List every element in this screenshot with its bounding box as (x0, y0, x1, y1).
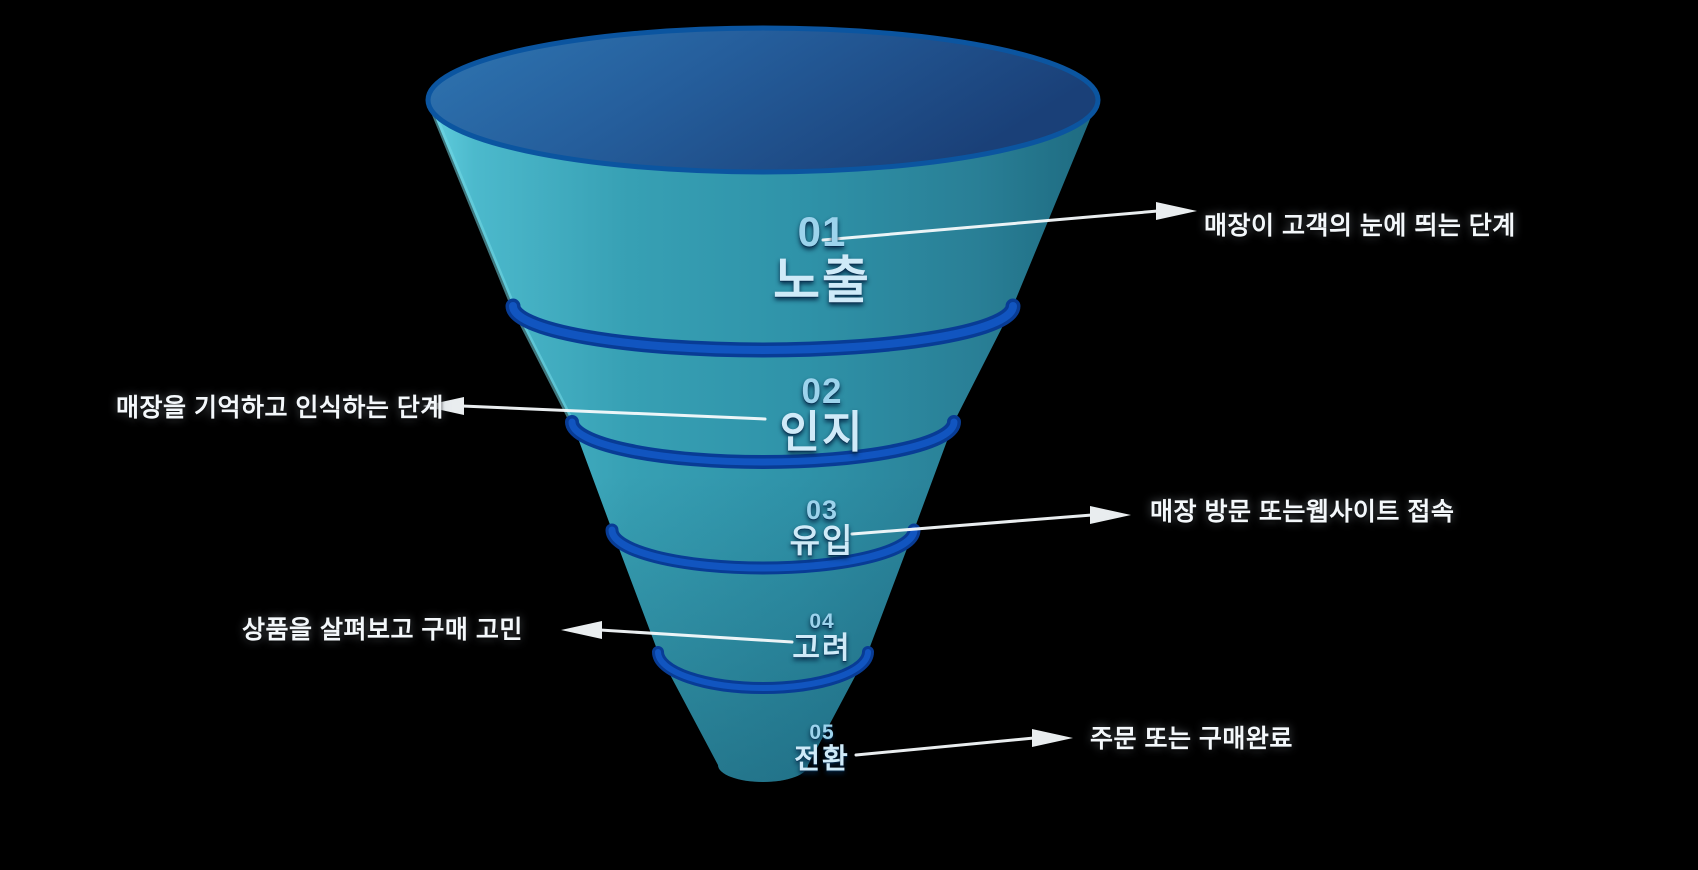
callout-line-1 (821, 209, 1160, 242)
callout-lines (423, 202, 1197, 757)
callout-arrow-right-5-icon (1032, 729, 1073, 747)
stage-5-number: 05 (809, 721, 835, 744)
stage-1-label: 노출 (773, 251, 871, 309)
callout-arrow-left-4-icon (561, 621, 602, 639)
callout-label-stage-1: 매장이 고객의 눈에 띄는 단계 (1204, 212, 1516, 240)
segment-divider-bands (505, 298, 1021, 694)
funnel-stage-3: 03 유입 (790, 496, 855, 558)
callout-line-5 (854, 736, 1036, 757)
divider-band-4 (655, 649, 871, 691)
callout-label-stage-3: 매장 방문 또는웹사이트 접속 (1150, 498, 1455, 526)
stage-2-label: 인지 (779, 408, 865, 458)
funnel-top-opening (425, 25, 1101, 175)
callout-arrow-left-2-icon (423, 397, 464, 415)
stage-3-number: 03 (805, 495, 839, 525)
stage-4-label: 고려 (792, 631, 852, 665)
stage-5-label: 전환 (794, 742, 850, 774)
callout-line-4 (598, 628, 794, 644)
divider-band-1 (509, 302, 1017, 354)
funnel-stage-5: 05 전환 (794, 722, 850, 773)
funnel-stage-4: 04 고려 (792, 611, 851, 664)
callout-arrow-right-3-icon (1090, 506, 1131, 524)
funnel-body-shading (428, 100, 1098, 782)
stage-1-number: 01 (797, 208, 847, 255)
funnel-stage-1: 01 노출 (773, 210, 871, 307)
callout-line-2 (460, 404, 767, 421)
divider-band-3 (608, 526, 918, 572)
stage-3-label: 유입 (789, 522, 855, 560)
divider-band-2 (568, 418, 958, 466)
callout-label-stage-5: 주문 또는 구매완료 (1090, 725, 1293, 753)
callout-line-3 (850, 513, 1094, 536)
callout-label-stage-2: 매장을 기억하고 인식하는 단계 (116, 394, 444, 422)
callout-label-stage-4: 상품을 살펴보고 구매 고민 (242, 616, 523, 644)
callout-arrow-right-1-icon (1156, 202, 1197, 220)
stage-2-number: 02 (801, 372, 843, 411)
funnel-stage-2: 02 인지 (779, 372, 865, 458)
stage-4-number: 04 (809, 610, 835, 633)
